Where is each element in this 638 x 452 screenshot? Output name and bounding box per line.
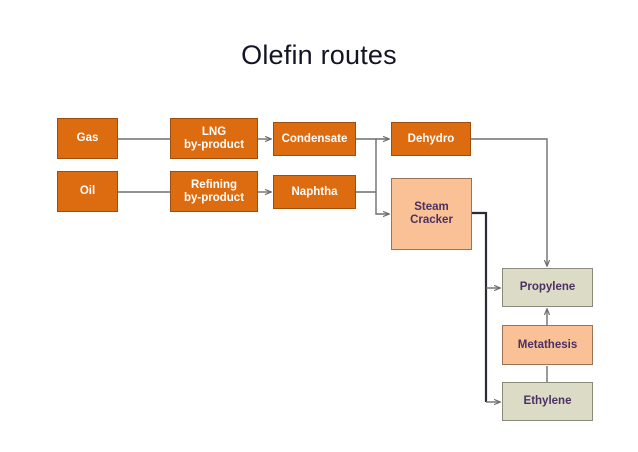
node-metathesis-label: Metathesis bbox=[517, 338, 578, 351]
node-refining-label-line1: Refining bbox=[191, 178, 237, 191]
node-dehydro-label: Dehydro bbox=[407, 132, 455, 145]
page-title: Olefin routes bbox=[241, 40, 397, 70]
node-steam-cracker[interactable]: Steam Cracker bbox=[391, 178, 472, 250]
edge-condensate-cracker bbox=[375, 139, 389, 214]
edge-cracker-bus bbox=[472, 211, 488, 402]
node-dehydro[interactable]: Dehydro bbox=[391, 122, 471, 156]
node-gas-label: Gas bbox=[76, 132, 99, 145]
node-steam-cracker-label-line2: Cracker bbox=[410, 214, 453, 226]
node-oil[interactable]: Oil bbox=[57, 171, 118, 212]
node-lng-label-line1: LNG bbox=[201, 125, 227, 138]
node-steam-cracker-label: Steam Cracker bbox=[410, 201, 453, 227]
node-lng-label-line2: by-product bbox=[183, 138, 245, 151]
node-ethylene-label: Ethylene bbox=[523, 395, 572, 408]
node-lng-by-product[interactable]: LNG by-product bbox=[170, 118, 258, 159]
edge-dehydro-propylene bbox=[471, 138, 547, 266]
node-refining-label-line2: by-product bbox=[183, 191, 245, 204]
node-metathesis[interactable]: Metathesis bbox=[502, 325, 593, 365]
node-condensate[interactable]: Condensate bbox=[273, 122, 356, 156]
node-propylene[interactable]: Propylene bbox=[502, 268, 593, 307]
node-ethylene[interactable]: Ethylene bbox=[502, 382, 593, 421]
node-gas[interactable]: Gas bbox=[57, 118, 118, 159]
node-condensate-label: Condensate bbox=[281, 132, 348, 145]
node-lng-label: LNG by-product bbox=[184, 126, 244, 152]
node-propylene-label: Propylene bbox=[519, 281, 576, 294]
node-steam-cracker-label-line1: Steam bbox=[414, 201, 449, 214]
node-refining-by-product[interactable]: Refining by-product bbox=[170, 171, 258, 212]
node-oil-label: Oil bbox=[79, 185, 96, 198]
node-naphtha[interactable]: Naphtha bbox=[273, 175, 356, 209]
node-refining-label: Refining by-product bbox=[184, 179, 244, 205]
node-naphtha-label: Naphtha bbox=[291, 185, 338, 198]
